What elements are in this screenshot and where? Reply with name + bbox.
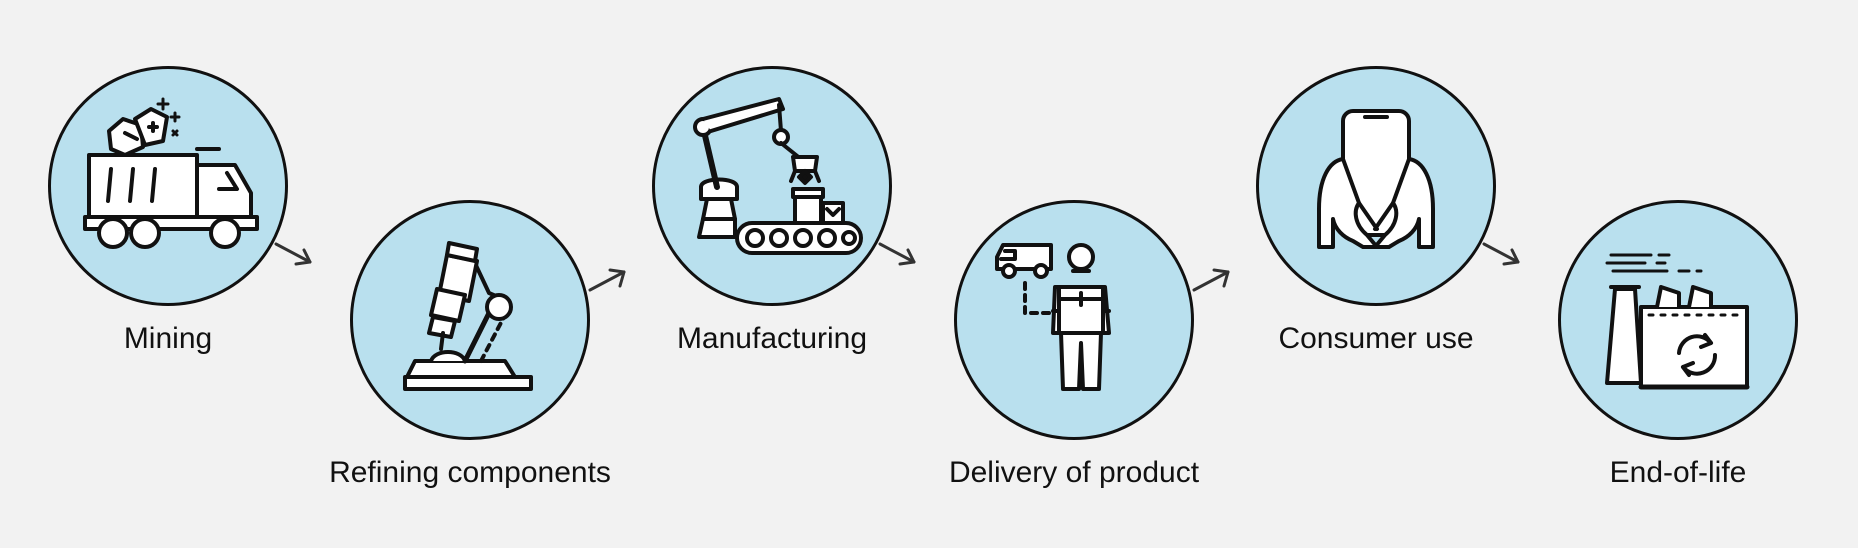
dump-truck-icon	[83, 97, 259, 249]
delivery-step-circle	[954, 200, 1194, 440]
arrow-icon	[1482, 242, 1520, 266]
recycling-factory-icon	[1605, 253, 1750, 390]
mining-step-circle	[48, 66, 288, 306]
arrow-icon	[878, 242, 916, 266]
refining-components-label: Refining components	[329, 456, 611, 489]
arrow-icon	[588, 268, 626, 292]
robotic-arm-conveyor-icon	[693, 97, 863, 255]
mining-label: Mining	[123, 322, 213, 355]
arrow-icon	[274, 242, 312, 266]
manufacturing-label: Manufacturing	[676, 322, 868, 355]
consumer-use-step-circle	[1256, 66, 1496, 306]
arrow-icon	[1192, 268, 1230, 292]
end-of-life-label: End-of-life	[1609, 456, 1747, 489]
microscope-icon	[403, 241, 533, 391]
phone-in-hands-icon	[1317, 109, 1435, 249]
consumer-use-label: Consumer use	[1278, 322, 1474, 355]
manufacturing-step-circle	[652, 66, 892, 306]
end-of-life-step-circle	[1558, 200, 1798, 440]
refining-step-circle	[350, 200, 590, 440]
delivery-of-product-label: Delivery of product	[948, 456, 1200, 489]
delivery-person-icon	[995, 243, 1111, 391]
